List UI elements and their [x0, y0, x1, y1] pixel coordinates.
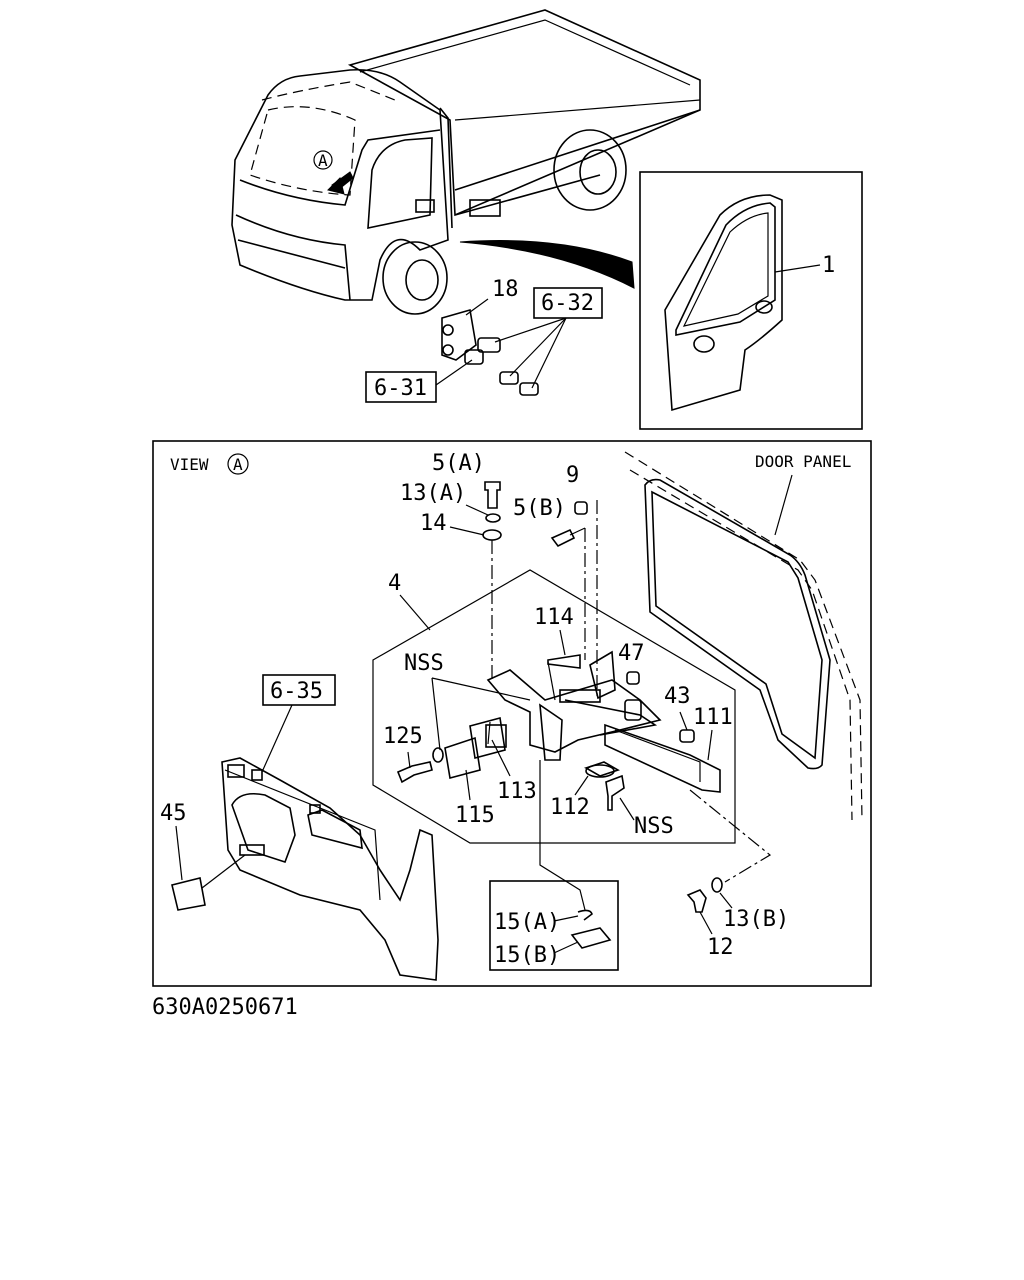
boxed-ref-6-32 — [533, 287, 603, 319]
callout-112: 112 — [550, 795, 590, 820]
callout-1: 1 — [822, 253, 835, 278]
callout-14: 14 — [420, 511, 447, 536]
callout-9: 9 — [566, 463, 579, 488]
svg-text:6-32: 6-32 — [541, 291, 594, 316]
truck-view-marker: A — [318, 151, 328, 170]
callout-15b: 15(B) — [494, 943, 560, 968]
view-title: VIEW — [170, 455, 209, 474]
top-fasteners: 5(A) 13(A) 14 9 5(B) — [400, 451, 598, 700]
truck-illustration: A — [231, 9, 701, 315]
boxed-ref-6-35 — [262, 674, 336, 706]
callout-43: 43 — [664, 684, 691, 709]
callout-4: 4 — [388, 571, 401, 596]
callout-47: 47 — [618, 641, 645, 666]
door-panel-label: DOOR PANEL — [755, 452, 851, 471]
callout-113: 113 — [497, 779, 537, 804]
callout-114: 114 — [534, 605, 574, 630]
view-marker: A — [233, 455, 243, 474]
svg-text:6-35: 6-35 — [270, 679, 323, 704]
callout-5b: 5(B) — [513, 496, 566, 521]
door-inset: 1 — [639, 171, 863, 430]
parts-box-15: 15(A) 15(B) — [489, 880, 619, 971]
callout-18: 18 — [492, 277, 519, 302]
hinge-parts: 18 6-32 6-31 — [365, 277, 603, 403]
callout-5a: 5(A) — [432, 451, 485, 476]
callout-12: 12 — [707, 935, 734, 960]
drawing-number: 630A0250671 — [152, 995, 298, 1020]
callout-111: 111 — [693, 705, 733, 730]
callout-115: 115 — [455, 803, 495, 828]
callout-13b: 13(B) — [723, 907, 789, 932]
svg-text:6-31: 6-31 — [374, 376, 427, 401]
boxed-ref-6-31 — [365, 371, 437, 403]
assembly-4: 4 114 NSS 47 43 111 125 — [372, 569, 772, 911]
callout-125: 125 — [383, 724, 423, 749]
bottom-fasteners: 13(B) 12 — [686, 877, 789, 960]
nss-top: NSS — [404, 651, 444, 676]
trim-panel: 6-35 45 — [160, 674, 439, 981]
nss-bottom: NSS — [634, 814, 674, 839]
callout-13a: 13(A) — [400, 481, 466, 506]
callout-15a: 15(A) — [494, 910, 560, 935]
door-panel: DOOR PANEL — [624, 451, 863, 821]
view-a-frame: VIEW A — [152, 440, 872, 987]
callout-45: 45 — [160, 801, 187, 826]
